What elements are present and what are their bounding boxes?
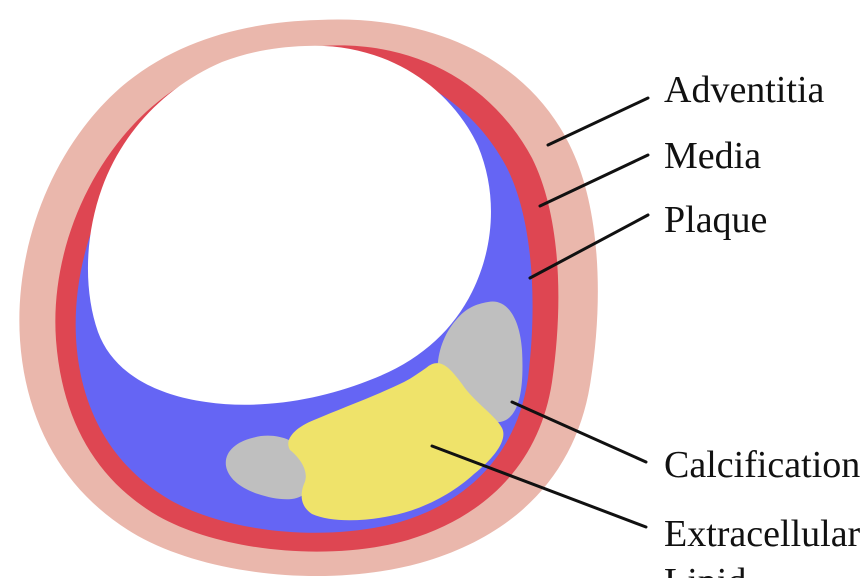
media-label: Media xyxy=(664,135,761,177)
plaque-label: Plaque xyxy=(664,199,767,241)
extracellular-label: Extracellular xyxy=(664,513,861,555)
adventitia-leader-line xyxy=(548,98,648,145)
calcification-label: Calcification xyxy=(664,444,860,486)
lipid-label: Lipid xyxy=(664,561,746,578)
adventitia-label: Adventitia xyxy=(664,69,825,111)
